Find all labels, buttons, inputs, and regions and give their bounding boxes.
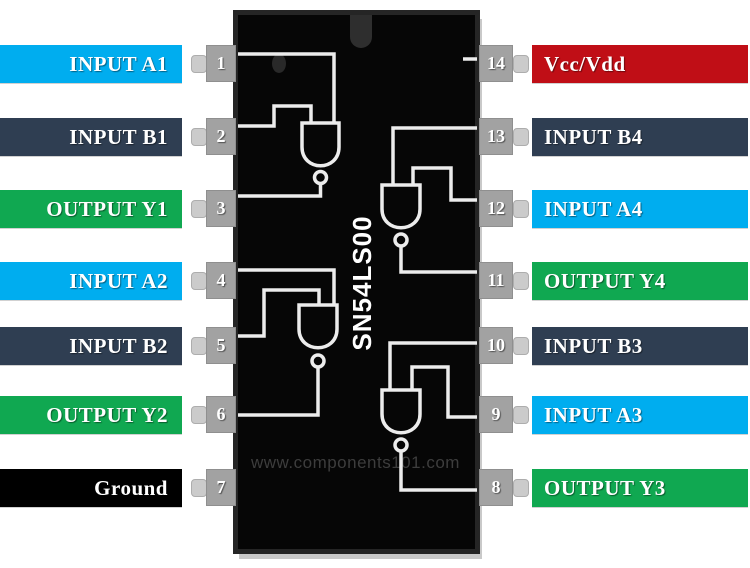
pin-number-box: 1 [206, 45, 236, 82]
pin-lead-tab [513, 128, 529, 146]
pin-lead-tab [513, 200, 529, 218]
pin-row-11: OUTPUT Y4 11 [0, 262, 750, 300]
pin-row-2: INPUT B1 2 [0, 118, 750, 156]
pin-row-4: INPUT A2 4 [0, 262, 750, 300]
pin-label: INPUT A3 [544, 403, 643, 427]
pin-lead-tab [513, 406, 529, 424]
pin-row-8: OUTPUT Y3 8 [0, 469, 750, 507]
pin-number-box: 6 [206, 396, 236, 433]
pin-number-box: 11 [479, 262, 513, 299]
pin1-orientation-notch [350, 15, 372, 48]
pin-lead-tab [513, 479, 529, 497]
pin-label-bar: OUTPUT Y2 [0, 396, 182, 434]
pin-row-14: Vcc/Vdd 14 [0, 45, 750, 83]
pin-label: Vcc/Vdd [544, 52, 626, 76]
pin-lead-tab [513, 337, 529, 355]
pin-label-bar: INPUT A2 [0, 262, 182, 300]
pin-label: OUTPUT Y4 [544, 269, 666, 293]
pin-number-box: 2 [206, 118, 236, 155]
pin-label-bar: Ground [0, 469, 182, 507]
pin-label: INPUT B3 [544, 334, 643, 358]
pin-row-5: INPUT B2 5 [0, 327, 750, 365]
pin-number-box: 12 [479, 190, 513, 227]
pin-label-bar: INPUT B2 [0, 327, 182, 365]
pin-label: INPUT B4 [544, 125, 643, 149]
pin-label-bar: INPUT B4 [532, 118, 748, 156]
pin-label: INPUT B2 [69, 334, 168, 358]
pin-number-box: 8 [479, 469, 513, 506]
pin-lead-tab [513, 55, 529, 73]
pin-label: OUTPUT Y1 [46, 197, 168, 221]
pin-label-bar: INPUT B1 [0, 118, 182, 156]
pin-label: OUTPUT Y2 [46, 403, 168, 427]
pin-label: INPUT A4 [544, 197, 643, 221]
pin-label: Ground [94, 476, 168, 500]
pin-number-box: 7 [206, 469, 236, 506]
pin-label-bar: OUTPUT Y3 [532, 469, 748, 507]
pin-row-1: INPUT A1 1 [0, 45, 750, 83]
pin-number-box: 4 [206, 262, 236, 299]
pin-lead-tab [513, 272, 529, 290]
pin-label: INPUT A2 [69, 269, 168, 293]
pin-row-12: INPUT A4 12 [0, 190, 750, 228]
pin-number-box: 13 [479, 118, 513, 155]
pin-label: INPUT B1 [69, 125, 168, 149]
pin-number-box: 14 [479, 45, 513, 82]
pin-label-bar: Vcc/Vdd [532, 45, 748, 83]
pin-label-bar: OUTPUT Y1 [0, 190, 182, 228]
pin-row-9: INPUT A3 9 [0, 396, 750, 434]
pin-number-box: 10 [479, 327, 513, 364]
pin-row-7: Ground 7 [0, 469, 750, 507]
pin-label: INPUT A1 [69, 52, 168, 76]
pin-label-bar: INPUT B3 [532, 327, 748, 365]
pin-row-13: INPUT B4 13 [0, 118, 750, 156]
pin-row-6: OUTPUT Y2 6 [0, 396, 750, 434]
pin-row-3: OUTPUT Y1 3 [0, 190, 750, 228]
pin-label-bar: INPUT A4 [532, 190, 748, 228]
pin-row-10: INPUT B3 10 [0, 327, 750, 365]
pin-number-box: 5 [206, 327, 236, 364]
pin-label-bar: OUTPUT Y4 [532, 262, 748, 300]
pin-number-box: 9 [479, 396, 513, 433]
pin-label: OUTPUT Y3 [544, 476, 666, 500]
pin-label-bar: INPUT A3 [532, 396, 748, 434]
pin-number-box: 3 [206, 190, 236, 227]
pin-label-bar: INPUT A1 [0, 45, 182, 83]
